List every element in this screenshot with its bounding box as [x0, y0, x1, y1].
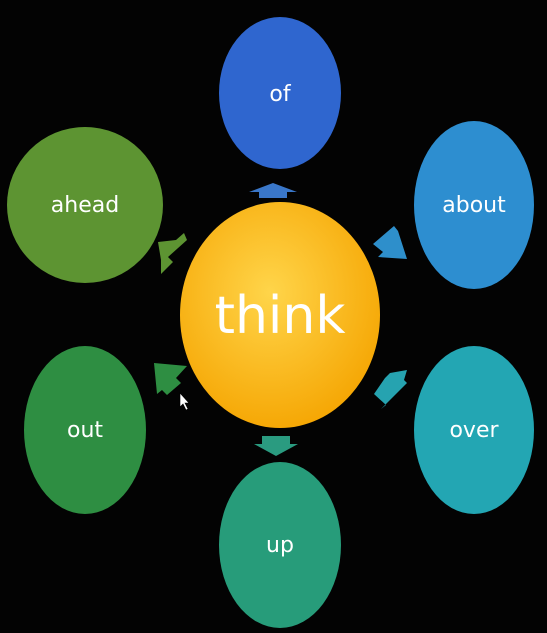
center-node-label: think — [215, 286, 346, 346]
node-over-label: over — [449, 418, 499, 443]
arrow-to-of — [249, 183, 297, 198]
arrow-to-out — [154, 363, 187, 395]
node-of-label: of — [269, 82, 291, 107]
node-up: up — [219, 462, 341, 628]
center-node: think — [180, 202, 380, 428]
node-over: over — [414, 346, 534, 514]
node-out-label: out — [67, 418, 103, 443]
mouse-cursor-icon — [179, 392, 190, 411]
arrow-to-up — [254, 436, 298, 456]
arrow-to-over — [374, 370, 407, 409]
node-ahead-label: ahead — [51, 193, 119, 218]
node-about-label: about — [442, 193, 506, 218]
node-out: out — [24, 346, 146, 514]
node-of: of — [219, 17, 341, 169]
node-ahead: ahead — [7, 127, 163, 283]
arrow-to-ahead — [158, 233, 187, 274]
node-about: about — [414, 121, 534, 289]
node-up-label: up — [266, 533, 294, 558]
arrow-to-about — [373, 226, 407, 259]
